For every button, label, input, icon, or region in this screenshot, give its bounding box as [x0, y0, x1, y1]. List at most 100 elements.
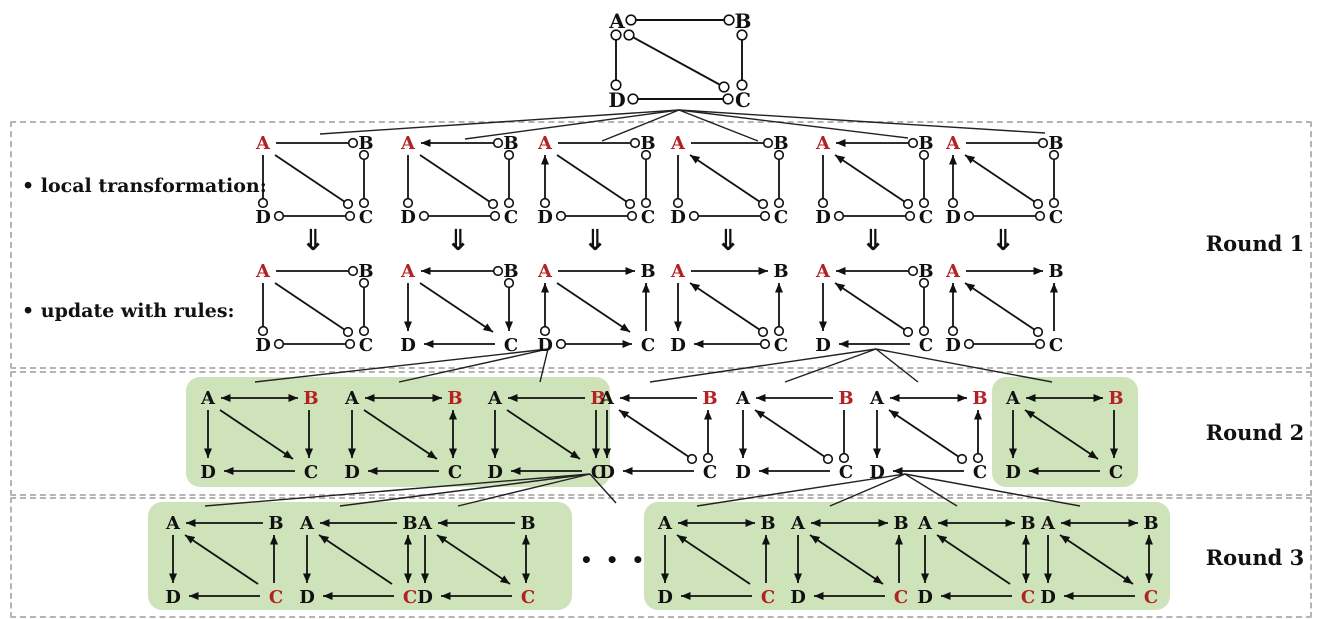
double-down-arrow-icon: ⇓ [861, 223, 886, 257]
svg-text:B: B [402, 513, 417, 534]
svg-text:A: A [869, 388, 885, 409]
svg-text:D: D [670, 207, 686, 226]
svg-text:C: C [521, 587, 535, 606]
svg-text:C: C [1109, 462, 1123, 481]
svg-text:C: C [839, 462, 853, 481]
svg-text:A: A [945, 133, 961, 154]
svg-text:B: B [1048, 133, 1063, 154]
svg-text:C: C [774, 335, 788, 354]
svg-text:C: C [973, 462, 987, 481]
double-down-arrow-icon: ⇓ [301, 223, 326, 257]
svg-text:B: B [918, 133, 933, 154]
svg-text:D: D [790, 587, 806, 606]
svg-text:B: B [735, 9, 752, 33]
svg-text:B: B [447, 388, 462, 409]
svg-text:B: B [358, 133, 373, 154]
svg-text:A: A [657, 513, 673, 534]
graph-round2-2: A B D C [339, 383, 469, 483]
graph-round3-4: A B D C [652, 508, 782, 608]
svg-text:D: D [608, 88, 625, 112]
svg-text:A: A [670, 261, 686, 282]
graph-round1-update-3: A B D C [532, 256, 662, 356]
svg-text:A: A [608, 9, 625, 33]
svg-text:D: D [735, 462, 751, 481]
round3-highlight-box-left [148, 502, 572, 610]
svg-text:C: C [359, 207, 373, 226]
svg-text:B: B [1020, 513, 1035, 534]
svg-text:A: A [165, 513, 181, 534]
svg-text:C: C [359, 335, 373, 354]
svg-text:A: A [255, 261, 271, 282]
svg-text:A: A [400, 261, 416, 282]
ellipsis-more-graphs: • • • [580, 548, 648, 572]
local-transformation-label: • local transformation: [22, 175, 267, 197]
svg-text:B: B [760, 513, 775, 534]
graph-round3-3: A B D C [412, 508, 542, 608]
svg-text:D: D [487, 462, 503, 481]
svg-text:C: C [735, 88, 751, 112]
svg-text:D: D [299, 587, 315, 606]
svg-text:C: C [504, 207, 518, 226]
graph-round3-1: A B D C [160, 508, 290, 608]
svg-text:D: D [400, 207, 416, 226]
svg-text:A: A [400, 133, 416, 154]
svg-text:A: A [537, 261, 553, 282]
svg-text:D: D [1040, 587, 1056, 606]
svg-text:B: B [838, 388, 853, 409]
svg-text:B: B [773, 261, 788, 282]
svg-text:C: C [1144, 587, 1158, 606]
svg-text:B: B [1143, 513, 1158, 534]
svg-text:C: C [504, 335, 518, 354]
svg-text:C: C [919, 335, 933, 354]
svg-text:C: C [269, 587, 283, 606]
svg-text:B: B [702, 388, 717, 409]
svg-text:D: D [1005, 462, 1021, 481]
svg-text:C: C [448, 462, 462, 481]
svg-text:A: A [417, 513, 433, 534]
svg-text:A: A [487, 388, 503, 409]
svg-text:D: D [165, 587, 181, 606]
svg-text:C: C [403, 587, 417, 606]
svg-text:B: B [268, 513, 283, 534]
svg-text:B: B [972, 388, 987, 409]
svg-text:D: D [200, 462, 216, 481]
svg-text:D: D [945, 335, 961, 354]
svg-text:A: A [1040, 513, 1056, 534]
svg-text:B: B [640, 261, 655, 282]
double-down-arrow-icon: ⇓ [446, 223, 471, 257]
svg-text:A: A [790, 513, 806, 534]
svg-text:D: D [417, 587, 433, 606]
svg-text:B: B [773, 133, 788, 154]
double-down-arrow-icon: ⇓ [583, 223, 608, 257]
svg-text:A: A [670, 133, 686, 154]
svg-text:C: C [761, 587, 775, 606]
svg-text:D: D [657, 587, 673, 606]
svg-text:D: D [400, 335, 416, 354]
svg-text:D: D [815, 335, 831, 354]
svg-text:D: D [344, 462, 360, 481]
svg-text:C: C [641, 207, 655, 226]
svg-text:A: A [299, 513, 315, 534]
svg-text:C: C [641, 335, 655, 354]
round2-label: Round 2 [1205, 420, 1305, 445]
update-with-rules-label: • update with rules: [22, 300, 235, 322]
round3-label: Round 3 [1205, 545, 1305, 570]
svg-text:D: D [537, 335, 553, 354]
svg-text:A: A [815, 261, 831, 282]
round3-dashed-box [10, 497, 1312, 618]
svg-text:A: A [344, 388, 360, 409]
svg-text:B: B [520, 513, 535, 534]
